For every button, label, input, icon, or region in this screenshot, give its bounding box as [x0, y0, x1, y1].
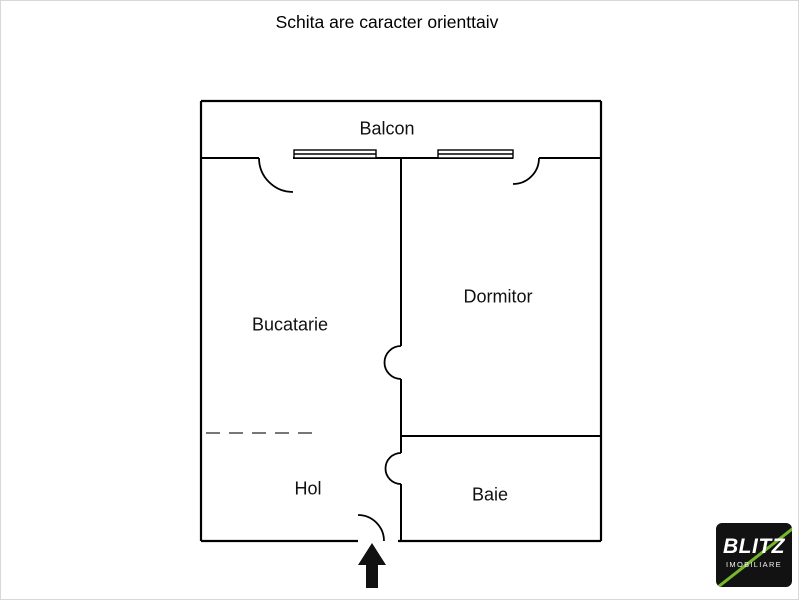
entrance-door-arc-icon	[357, 514, 385, 542]
room-label-bucatarie: Bucatarie	[251, 314, 329, 335]
window-icons	[293, 149, 514, 159]
room-label-balcon: Balcon	[359, 118, 415, 139]
balcony-door-arcs	[258, 157, 540, 193]
room-label-baie: Baie	[471, 484, 509, 505]
entrance-arrow-icon	[358, 543, 386, 588]
disclaimer-title: Schita are caracter orienttaiv	[275, 12, 499, 32]
room-label-dormitor: Dormitor	[463, 286, 533, 307]
door-arc-icon	[384, 452, 402, 485]
interior-walls	[400, 158, 601, 541]
door-arc-icon	[258, 157, 294, 193]
room-label-hol: Hol	[294, 478, 322, 499]
outer-walls	[199, 99, 603, 543]
door-arc-icon	[383, 345, 402, 380]
logo-brand-text: BLITZ	[723, 535, 785, 558]
interior-door-arcs	[383, 345, 402, 485]
blitz-logo: BLITZ IMOBILIARE	[716, 523, 792, 587]
logo-sub-text: IMOBILIARE	[726, 560, 782, 569]
door-arc-icon	[512, 157, 540, 185]
